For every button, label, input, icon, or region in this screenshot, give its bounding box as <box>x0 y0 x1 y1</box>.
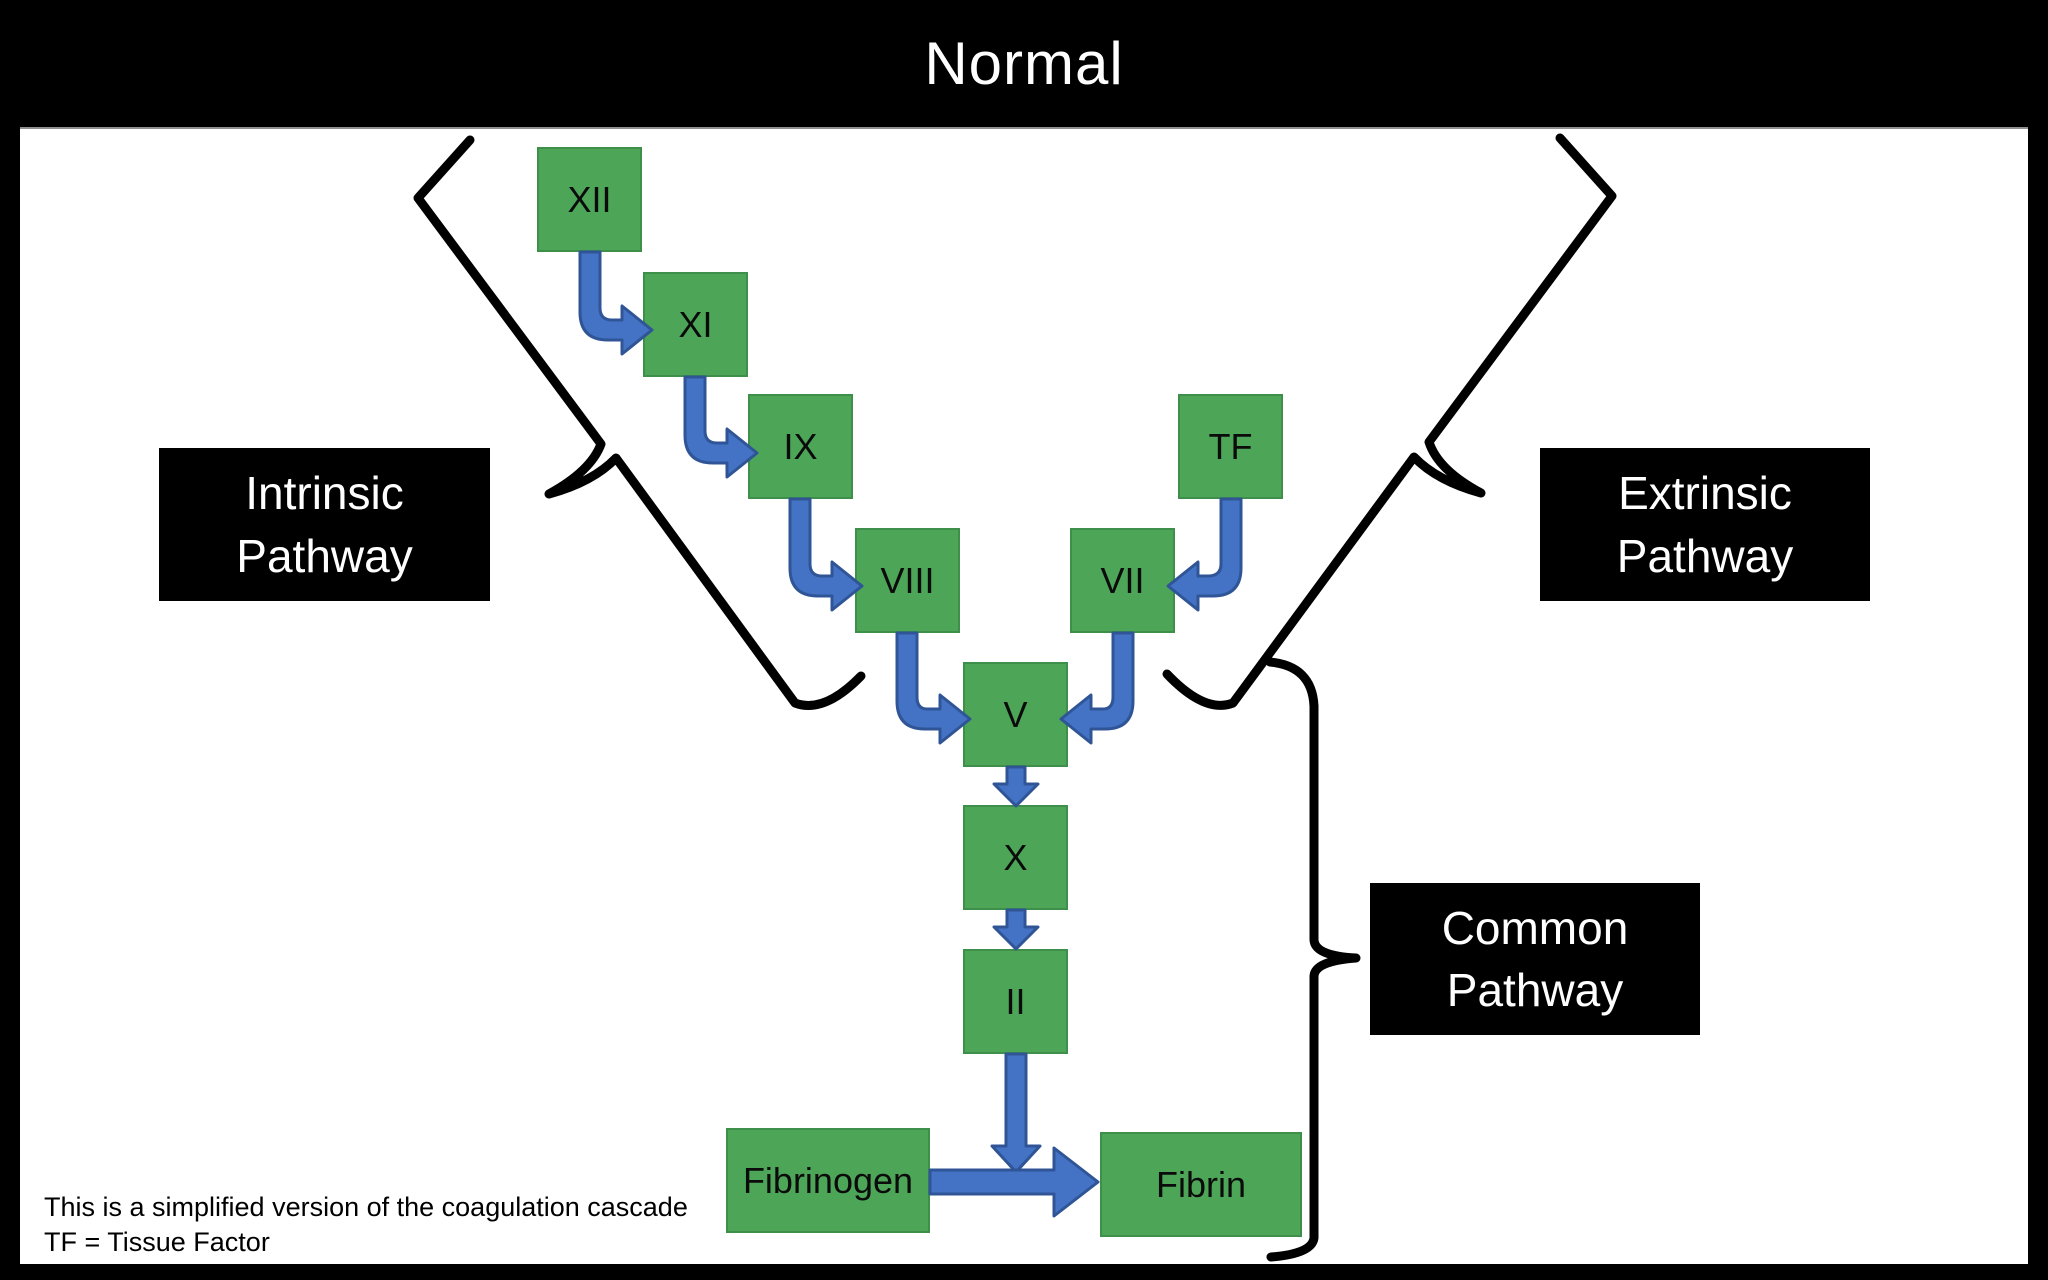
node-factor-ii: II <box>963 949 1068 1054</box>
footnote-line-2: TF = Tissue Factor <box>44 1226 270 1257</box>
node-label: V <box>1003 693 1028 735</box>
label-line: Pathway <box>1616 529 1794 582</box>
label-extrinsic-pathway: Extrinsic Pathway <box>1540 448 1870 601</box>
label-line: Intrinsic <box>245 467 404 520</box>
node-label: VII <box>1100 559 1145 601</box>
node-tissue-factor: TF <box>1178 394 1283 499</box>
node-fibrin: Fibrin <box>1100 1132 1302 1237</box>
label-intrinsic-pathway: Intrinsic Pathway <box>159 448 490 601</box>
node-factor-x: X <box>963 805 1068 910</box>
node-fibrinogen: Fibrinogen <box>726 1128 930 1233</box>
node-factor-vii: VII <box>1070 528 1175 633</box>
node-label: XI <box>678 303 713 345</box>
label-line: Pathway <box>1446 964 1624 1016</box>
node-label: IX <box>783 425 818 467</box>
node-label: VIII <box>880 559 935 601</box>
label-line: Common <box>1441 901 1629 954</box>
label-line: Pathway <box>236 529 413 582</box>
label-common-pathway: Common Pathway <box>1370 883 1700 1035</box>
label-line: Extrinsic <box>1618 467 1792 520</box>
node-label: Fibrin <box>1155 1163 1247 1205</box>
node-factor-xii: XII <box>537 147 642 252</box>
node-label: XII <box>567 178 612 220</box>
slide-title: Normal <box>924 30 1124 97</box>
node-label: Fibrinogen <box>742 1159 914 1201</box>
footnote-line-1: This is a simplified version of the coag… <box>44 1192 688 1222</box>
node-factor-ix: IX <box>748 394 853 499</box>
node-label: X <box>1003 836 1028 878</box>
node-factor-v: V <box>963 662 1068 767</box>
node-factor-xi: XI <box>643 272 748 377</box>
node-factor-viii: VIII <box>855 528 960 633</box>
node-label: II <box>1005 980 1026 1022</box>
footnote: This is a simplified version of the coag… <box>44 1190 688 1259</box>
slide-header: Normal <box>0 0 2048 127</box>
node-label: TF <box>1208 425 1253 467</box>
